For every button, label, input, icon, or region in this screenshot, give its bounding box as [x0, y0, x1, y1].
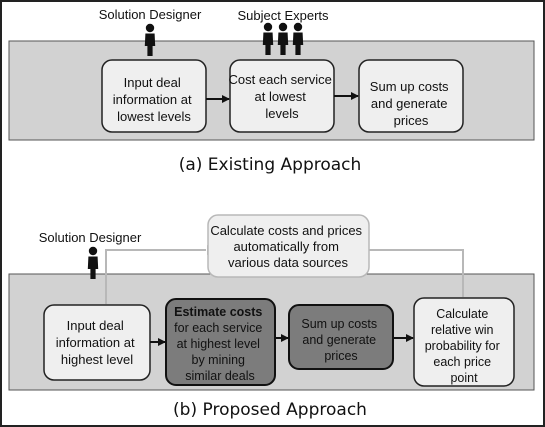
input-deal-box-a [101, 59, 207, 133]
sum-up-costs-text-b: Sum up costs and generate prices [301, 317, 380, 363]
connector-to-win-probability [369, 249, 464, 297]
estimate-costs-text: Estimate costs for each service at highe… [174, 305, 266, 383]
sum-up-costs-text-a: Sum up costs and generate prices [370, 79, 452, 128]
solution-designer-label-b: Solution Designer [39, 230, 142, 245]
existing-approach-caption: (a) Existing Approach [179, 155, 362, 175]
win-probability-box [413, 297, 515, 387]
win-probability-text: Calculate relative win probability for e… [425, 307, 504, 385]
input-deal-text-a: Input deal information at lowest levels [113, 75, 195, 124]
solution-designer-label-a: Solution Designer [99, 7, 202, 22]
sum-up-costs-box-a [358, 59, 464, 133]
proposed-approach-caption: (b) Proposed Approach [173, 400, 367, 420]
cost-each-service-text: Cost each service at lowest levels [229, 72, 336, 121]
input-deal-text-b: Input deal information at highest level [56, 318, 138, 367]
subject-experts-label: Subject Experts [237, 8, 329, 23]
auto-calc-box [207, 214, 370, 278]
estimate-costs-box [165, 298, 276, 386]
auto-calc-text: Calculate costs and prices automatically… [210, 223, 365, 270]
connector-to-auto-calc [105, 249, 206, 304]
